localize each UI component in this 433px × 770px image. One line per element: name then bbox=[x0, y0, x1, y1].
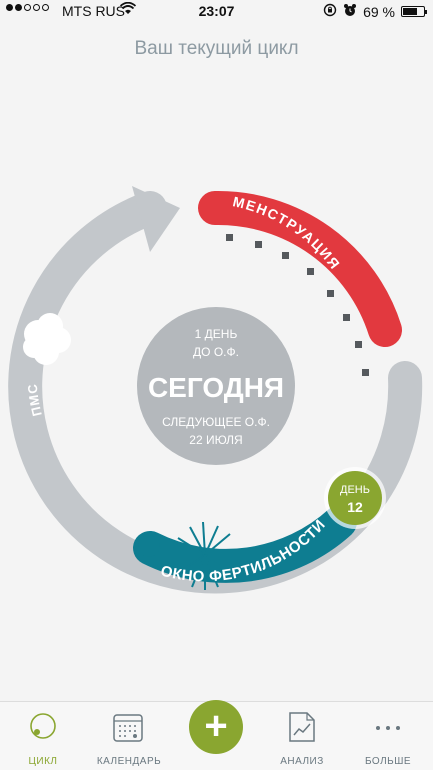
more-icon bbox=[372, 710, 404, 747]
pms-cloud-icon bbox=[23, 313, 71, 365]
next-ovulation-caption: СЛЕДУЮЩЕЕ О.Ф. bbox=[162, 415, 270, 429]
next-ovulation-date: 22 ИЮЛЯ bbox=[189, 433, 242, 447]
fertility-start-marker bbox=[138, 535, 160, 557]
signal-strength-icon bbox=[6, 4, 49, 11]
calendar-icon bbox=[111, 710, 145, 749]
ovulation-burst-icon bbox=[174, 521, 236, 590]
status-bar: MTS RUS 23:07 69 % bbox=[0, 0, 433, 22]
cycle-icon bbox=[27, 710, 59, 747]
cycle-arrow-head bbox=[132, 186, 180, 252]
days-to-ovulation-caption: ДО О.Ф. bbox=[193, 345, 239, 359]
fertility-window-segment[interactable] bbox=[133, 505, 357, 583]
cycle-wheel[interactable]: МЕНСТРУАЦИЯ ОКНО ФЕРТИЛЬНОСТИ ПМС 1 ДЕНЬ… bbox=[0, 150, 433, 610]
tab-cycle-label: ЦИКЛ bbox=[28, 756, 58, 767]
tab-calendar-label: КАЛЕНДАРЬ bbox=[96, 756, 162, 767]
center-disc[interactable] bbox=[137, 307, 295, 465]
day-marker-value: 12 bbox=[347, 499, 363, 515]
battery-icon bbox=[401, 6, 427, 17]
current-day-marker[interactable]: ДЕНЬ 12 bbox=[324, 467, 386, 529]
menstruation-segment[interactable] bbox=[198, 190, 402, 347]
carrier-name: MTS RUS bbox=[62, 3, 125, 19]
days-to-ovulation: 1 ДЕНЬ bbox=[195, 327, 238, 341]
alarm-icon bbox=[343, 3, 357, 20]
wifi-icon bbox=[119, 1, 137, 19]
page-title: Ваш текущий цикл bbox=[134, 38, 299, 59]
day-marker-label: ДЕНЬ bbox=[340, 484, 370, 496]
tab-analysis-label: АНАЛИЗ bbox=[280, 756, 324, 767]
tab-more-label: БОЛЬШЕ bbox=[364, 756, 412, 767]
rotation-lock-icon bbox=[323, 3, 337, 20]
progress-dots bbox=[226, 234, 369, 376]
add-button[interactable]: + bbox=[189, 700, 243, 754]
tab-bar: ЦИКЛ КАЛЕНДАРЬ + АНАЛИЗ БОЛЬШЕ bbox=[0, 700, 433, 770]
battery-percent: 69 % bbox=[363, 3, 395, 20]
analysis-icon bbox=[286, 710, 318, 749]
today-label: СЕГОДНЯ bbox=[148, 372, 284, 403]
pms-label: ПМС bbox=[25, 383, 44, 418]
svg-text:ПМС: ПМС bbox=[25, 383, 45, 418]
clock-time: 23:07 bbox=[198, 3, 235, 19]
